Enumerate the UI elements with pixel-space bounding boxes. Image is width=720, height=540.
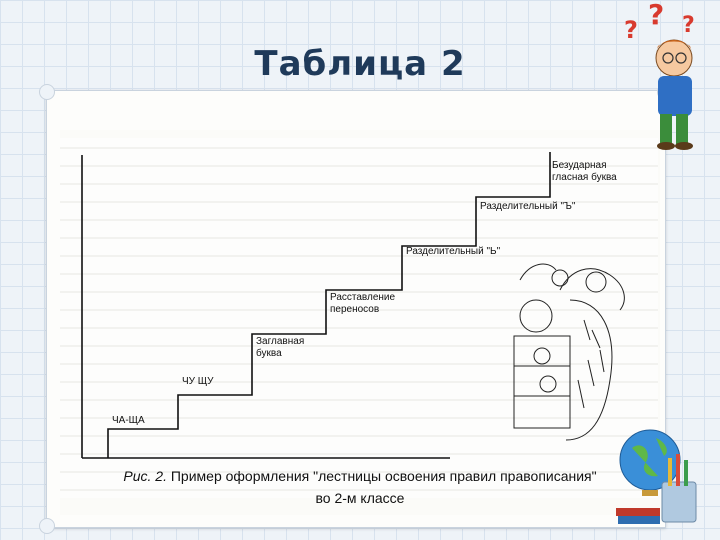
svg-text:?: ? <box>682 13 695 38</box>
figure-caption-line2: во 2-м классе <box>315 490 405 506</box>
figure-caption: Рис. 2. Пример оформления "лестницы осво… <box>80 468 640 484</box>
frame-corner <box>39 84 55 100</box>
boy-with-question-marks-icon: ? ? ? <box>624 2 695 150</box>
step-label-soft-sign: Разделительный "Ь" <box>406 246 501 257</box>
globe-with-pencils-icon <box>616 429 697 524</box>
step-label-chu-schu: ЧУ ЩУ <box>182 376 214 387</box>
figure-caption-ref: Рис. 2. <box>123 468 167 484</box>
step-label-capital-letter: Заглавная буква <box>256 336 305 359</box>
slide-title: Таблица 2 <box>254 44 466 84</box>
step-label-hyphenation: Расставление переносов <box>330 292 396 315</box>
svg-text:?: ? <box>648 2 664 31</box>
figure-caption-text: Пример оформления "лестницы освоения пра… <box>166 468 597 484</box>
staircase-line <box>107 152 551 458</box>
frame-corner <box>39 518 55 534</box>
step-label-cha-scha: ЧА-ЩА <box>112 415 145 426</box>
step-label-unstressed-vowel: Безударная гласная буква <box>552 160 617 183</box>
faint-background-text <box>60 138 658 498</box>
svg-text:?: ? <box>624 16 638 44</box>
step-label-hard-sign: Разделительный "Ъ" <box>480 201 576 212</box>
